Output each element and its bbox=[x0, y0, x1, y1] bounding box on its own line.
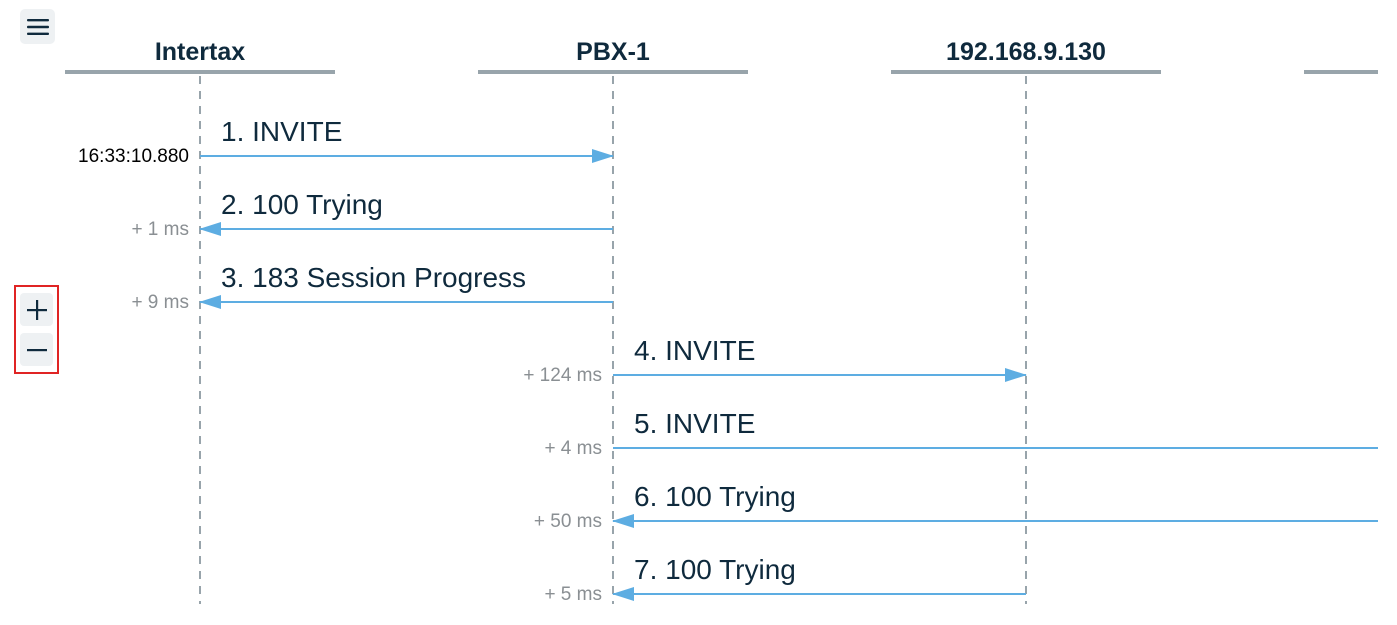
message-row[interactable]: + 9 ms 3. 183 Session Progress bbox=[131, 262, 613, 313]
hamburger-menu-icon bbox=[26, 18, 49, 35]
message-time: + 5 ms bbox=[544, 584, 602, 605]
participant-name: 192.168.9.130 bbox=[946, 38, 1106, 66]
zoom-out-button[interactable] bbox=[20, 333, 53, 366]
message-time: + 9 ms bbox=[131, 292, 189, 313]
message-row[interactable]: + 124 ms 4. INVITE bbox=[523, 335, 1027, 386]
zoom-controls bbox=[14, 285, 59, 374]
message-label: 3. 183 Session Progress bbox=[221, 262, 526, 293]
message-row[interactable]: + 5 ms 7. 100 Trying bbox=[544, 554, 1026, 605]
participant: 19 bbox=[1304, 70, 1378, 74]
message-time: + 4 ms bbox=[544, 438, 602, 459]
zoom-in-button[interactable] bbox=[20, 293, 53, 326]
participant-name: Intertax bbox=[155, 38, 245, 66]
participant: PBX-1 bbox=[478, 38, 748, 604]
menu-button[interactable] bbox=[20, 9, 55, 44]
minus-icon bbox=[26, 348, 47, 351]
message-label: 5. INVITE bbox=[634, 408, 755, 439]
message-time: 16:33:10.880 bbox=[78, 146, 189, 167]
message-time: + 50 ms bbox=[534, 511, 602, 532]
plus-icon bbox=[26, 299, 47, 320]
message-label: 6. 100 Trying bbox=[634, 481, 796, 512]
participant: 192.168.9.130 bbox=[891, 38, 1161, 604]
message-row[interactable]: 16:33:10.880 1. INVITE bbox=[78, 116, 614, 167]
message-row[interactable]: + 4 ms 5. INVITE bbox=[544, 408, 1378, 459]
message-time: + 1 ms bbox=[131, 219, 189, 240]
message-label: 4. INVITE bbox=[634, 335, 755, 366]
message-label: 1. INVITE bbox=[221, 116, 342, 147]
message-label: 7. 100 Trying bbox=[634, 554, 796, 585]
message-row[interactable]: + 50 ms 6. 100 Trying bbox=[534, 481, 1378, 532]
participant-name: PBX-1 bbox=[576, 38, 650, 66]
participant: Intertax bbox=[65, 38, 335, 604]
message-time: + 124 ms bbox=[523, 365, 602, 386]
message-row[interactable]: + 1 ms 2. 100 Trying bbox=[131, 189, 613, 240]
message-label: 2. 100 Trying bbox=[221, 189, 383, 220]
